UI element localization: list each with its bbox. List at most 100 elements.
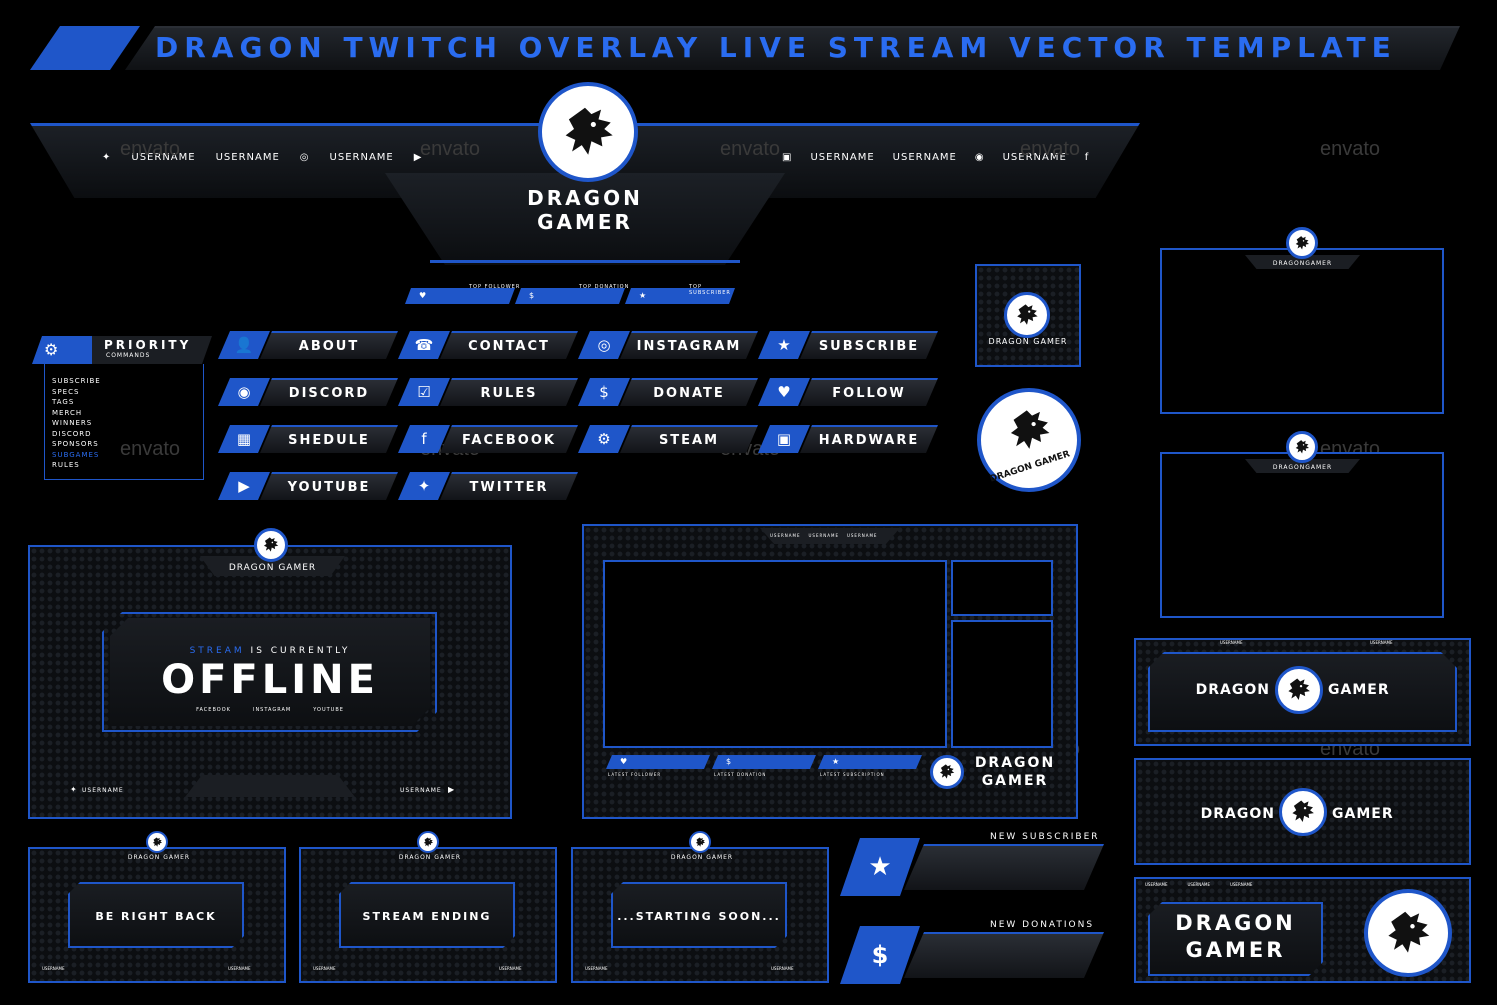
brand-panel-socials: USERNAME USERNAME USERNAME	[1145, 882, 1253, 887]
square-badge-label: DRAGON GAMER	[988, 337, 1068, 346]
top-alerts-bar: ♥ $ ★ TOP FOLLOWER TOP DONATION TOP SUBS…	[405, 284, 745, 308]
dragon-logo-icon	[1284, 675, 1313, 704]
youtube-button[interactable]: ▶YOUTUBE	[218, 472, 398, 500]
priority-title: PRIORITY	[104, 338, 192, 352]
star-icon: ★	[639, 291, 648, 300]
steam-icon: ⚙	[578, 425, 630, 453]
dragon-logo-icon	[261, 535, 281, 555]
offline-brand: DRAGON GAMER	[228, 563, 317, 573]
list-item: DISCORD	[52, 429, 92, 438]
webcam-logo	[1286, 227, 1318, 259]
priority-commands-panel: ⚙ PRIORITY COMMANDS SUBSCRIBE SPECS TAGS…	[32, 336, 212, 481]
list-item: RULES	[52, 461, 80, 469]
dragon-logo-icon	[1288, 797, 1317, 826]
dragon-logo-icon	[1013, 301, 1041, 329]
twitter-icon: ✦	[102, 152, 112, 163]
banner-left: DRAGON	[1200, 806, 1275, 822]
follow-button[interactable]: ♥FOLLOW	[758, 378, 938, 406]
about-button[interactable]: 👤ABOUT	[218, 331, 398, 359]
dollar-icon: $	[726, 757, 733, 766]
new-donations-alert: NEW DONATIONS $	[840, 920, 1108, 986]
list-item: SPECS	[52, 387, 80, 396]
twitter-button[interactable]: ✦TWITTER	[398, 472, 578, 500]
schedule-button[interactable]: ▦SHEDULE	[218, 425, 398, 453]
facebook-icon: f	[1084, 152, 1090, 163]
bug-icon: ⚙	[44, 340, 59, 359]
subscribe-button[interactable]: ★SUBSCRIBE	[758, 331, 938, 359]
discord-icon: ◉	[974, 152, 985, 163]
watermark: envato	[120, 138, 181, 160]
twitch-icon: ▣	[782, 152, 793, 163]
offline-caption: STREAM IS CURRENTLY	[189, 646, 351, 656]
list-item: MERCH	[52, 408, 83, 417]
webcam-frame	[1160, 248, 1444, 414]
watermark: envato	[120, 438, 181, 460]
dragon-logo-icon	[422, 836, 435, 849]
game-capture-area	[603, 560, 947, 748]
dollar-icon: $	[529, 291, 536, 300]
instagram-button[interactable]: ◎INSTAGRAM	[578, 331, 758, 359]
scene-text: ...STARTING SOON...	[617, 910, 781, 923]
watermark: envato	[420, 138, 481, 160]
offline-status: OFFLINE	[161, 657, 379, 703]
heart-icon: ♥	[620, 757, 629, 766]
webcam-label: DRAGONGAMER	[1272, 260, 1333, 267]
dragon-logo-icon	[556, 100, 620, 164]
new-subscriber-alert: NEW SUBSCRIBER ★	[840, 832, 1108, 898]
banner-logo	[1275, 666, 1323, 714]
scene-logo	[417, 831, 439, 853]
youtube-icon: ▶	[413, 152, 423, 163]
dragon-logo-icon	[1003, 404, 1056, 457]
offline-logo	[254, 528, 288, 562]
donate-button[interactable]: $DONATE	[578, 378, 758, 406]
contact-button[interactable]: ☎CONTACT	[398, 331, 578, 359]
banner-left: DRAGON	[1195, 682, 1270, 698]
header-brand: DRAGON GAMER	[527, 186, 643, 234]
list-item: TAGS	[52, 398, 75, 406]
gameplay-logo	[930, 755, 964, 789]
rules-button[interactable]: ☑RULES	[398, 378, 578, 406]
header-socials-left: ✦USERNAME USERNAME◎ USERNAME▶	[102, 152, 423, 163]
title-bar: DRAGON TWITCH OVERLAY LIVE STREAM VECTOR…	[30, 22, 1470, 74]
hardware-button[interactable]: ▣HARDWARE	[758, 425, 938, 453]
priority-subtitle: COMMANDS	[106, 352, 151, 359]
brand-panel-title: DRAGON GAMER	[1175, 911, 1296, 962]
dragon-logo-icon	[1293, 234, 1311, 252]
watermark: envato	[720, 138, 781, 160]
star-icon: ★	[832, 757, 841, 766]
page-title: DRAGON TWITCH OVERLAY LIVE STREAM VECTOR…	[155, 31, 1397, 64]
scene-logo	[689, 831, 711, 853]
youtube-icon: ▶	[448, 785, 455, 794]
banner-right: GAMER	[1328, 682, 1390, 698]
dragon-logo-icon	[937, 762, 957, 782]
cam-area-bottom	[951, 620, 1053, 748]
webcam-label: DRAGONGAMER	[1272, 464, 1333, 471]
banner-right: GAMER	[1332, 806, 1394, 822]
offline-footer-right: USERNAME	[400, 787, 442, 794]
dragon-logo-icon	[1380, 905, 1436, 961]
round-badge	[977, 388, 1081, 492]
dragon-logo-icon	[1293, 438, 1311, 456]
webcam-frame	[1160, 452, 1444, 618]
discord-button[interactable]: ◉DISCORD	[218, 378, 398, 406]
scene-text: BE RIGHT BACK	[95, 910, 217, 923]
list-item: SUBSCRIBE	[52, 377, 101, 385]
offline-links: FACEBOOK INSTAGRAM YOUTUBE	[196, 707, 344, 713]
header-logo	[538, 82, 638, 182]
list-item: SPONSORS	[52, 440, 99, 448]
dragon-logo-icon	[151, 836, 164, 849]
twitter-icon: ✦	[70, 785, 77, 794]
heart-icon: ♥	[419, 291, 428, 300]
scene-logo	[146, 831, 168, 853]
webcam-logo	[1286, 431, 1318, 463]
gameplay-socials: USERNAME USERNAME USERNAME	[770, 533, 878, 538]
scene-text: STREAM ENDING	[362, 910, 492, 923]
banner-logo	[1279, 788, 1327, 836]
watermark: envato	[1320, 138, 1381, 160]
list-item: SUBGAMES	[52, 450, 100, 459]
priority-list: SUBSCRIBE SPECS TAGS MERCH WINNERS DISCO…	[52, 376, 101, 471]
watermark: envato	[1020, 138, 1081, 160]
steam-button[interactable]: ⚙STEAM	[578, 425, 758, 453]
